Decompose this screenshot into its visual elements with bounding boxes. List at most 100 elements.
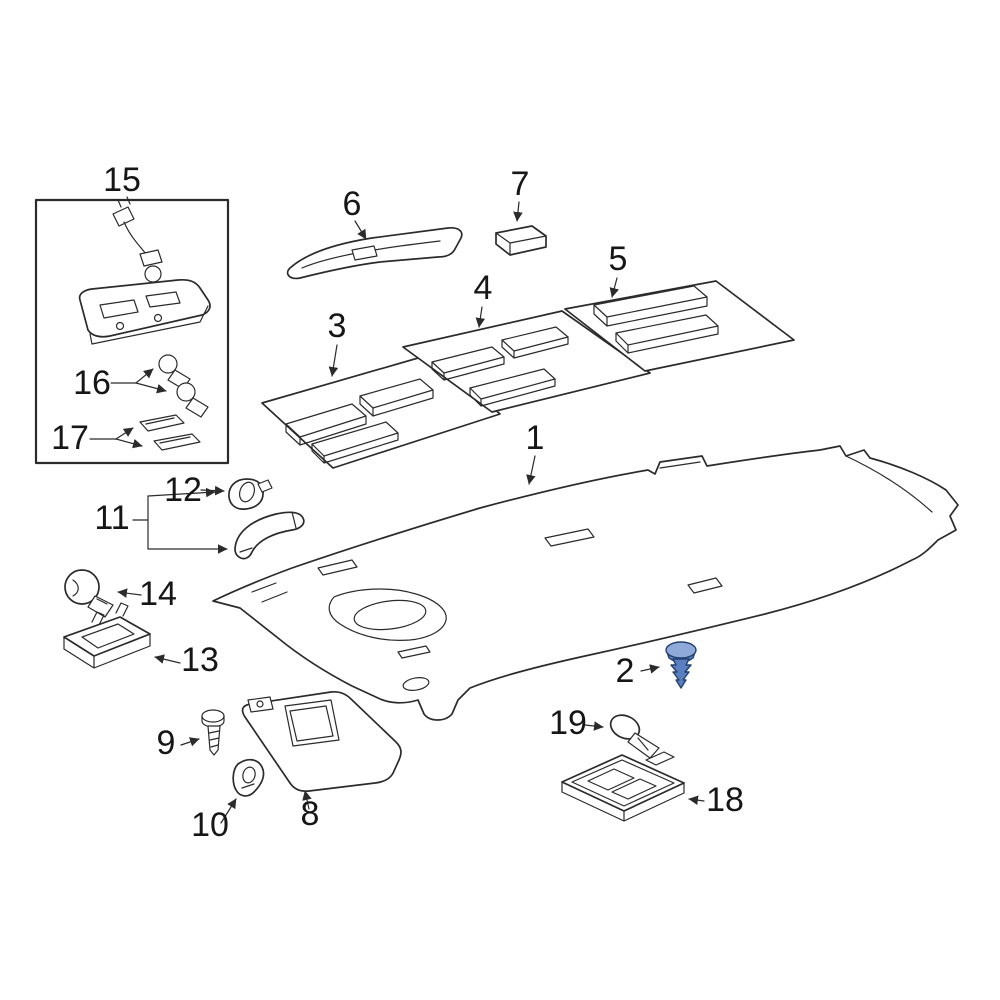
- callout-4-label[interactable]: 4: [474, 269, 493, 307]
- callouts: 1 2 3 4 5 6 7 8: [51, 161, 744, 844]
- callout-15-label[interactable]: 15: [103, 161, 141, 199]
- bulb-filament: [72, 579, 108, 605]
- callout-16-label[interactable]: 16: [73, 364, 111, 402]
- callout-2-arrow: [640, 664, 660, 674]
- callout-17-label[interactable]: 17: [51, 419, 89, 457]
- callout-11-arrow-upper: [147, 487, 216, 498]
- headliner-small-rect-cutout: [397, 645, 431, 659]
- map-lamp-inner-border: [571, 759, 675, 807]
- headliner-bottom-tab: [687, 577, 723, 594]
- wedge-socket-lower-line: [159, 436, 191, 444]
- wire: [123, 221, 147, 255]
- panel-4-pad-2-depth: [501, 336, 569, 359]
- visor-mirror: [289, 705, 334, 742]
- wire-connector: [112, 206, 135, 227]
- clip-cap-top: [665, 641, 697, 659]
- visor-clip-hole: [242, 766, 256, 784]
- callout-17-arrow-upper: [115, 427, 134, 440]
- callout-11-label[interactable]: 11: [94, 499, 129, 537]
- callout-18-label[interactable]: 18: [706, 781, 744, 819]
- lens-window: [81, 623, 135, 649]
- headliner-rear-crease: [845, 455, 933, 513]
- callout-3-arrow: [328, 344, 339, 377]
- callout-3-label[interactable]: 3: [328, 307, 347, 345]
- bulb-base-lower: [185, 397, 209, 418]
- handle-cap-tab: [257, 479, 273, 493]
- callout-2-label[interactable]: 2: [616, 652, 635, 690]
- callout-2: 2: [616, 652, 660, 690]
- part-9-visor-screw: [201, 709, 225, 756]
- callout-18-arrow: [688, 795, 705, 805]
- callout-7-arrow: [513, 201, 523, 222]
- map-lamp-depth: [561, 781, 685, 822]
- callout-7-label[interactable]: 7: [511, 165, 530, 203]
- callout-1-arrow: [526, 455, 536, 485]
- callout-14: 14: [117, 575, 177, 613]
- bulb-base: [87, 595, 114, 618]
- visor-pivot-pin: [256, 700, 264, 708]
- callout-18: 18: [688, 781, 744, 819]
- callout-8-label[interactable]: 8: [301, 795, 320, 833]
- headliner-cutout-rect-center: [544, 528, 595, 547]
- callout-9-label[interactable]: 9: [157, 724, 176, 762]
- console-lens: [99, 299, 139, 319]
- part-11-grab-handle: [234, 511, 305, 560]
- callout-13-arrow: [154, 654, 181, 664]
- callout-6-arrow: [354, 220, 367, 240]
- callout-3: 3: [328, 307, 347, 377]
- handle-end-lines: [239, 511, 297, 553]
- part-15-boundary-box: [34, 198, 230, 465]
- handle-body: [234, 511, 305, 560]
- bulb-socket: [139, 249, 163, 267]
- callout-4: 4: [474, 269, 493, 328]
- part-14-dome-lamp-bulb: [64, 569, 114, 618]
- bulb-glass-upper: [158, 354, 178, 374]
- callout-16: 16: [73, 364, 167, 402]
- callout-13: 13: [154, 641, 219, 679]
- callout-5-label[interactable]: 5: [609, 240, 628, 278]
- callout-5: 5: [609, 240, 628, 298]
- callout-16-arrow-lower: [135, 382, 167, 394]
- callout-9: 9: [157, 724, 200, 762]
- panel-5-pad-1-depth: [593, 296, 708, 327]
- visor-mirror-frame: [284, 699, 340, 747]
- panel-3-pad-3-depth: [311, 432, 399, 464]
- panel-4-sheet: [402, 310, 651, 413]
- callout-6-label[interactable]: 6: [343, 185, 362, 223]
- callout-10-arrow: [220, 798, 237, 824]
- callout-1-label[interactable]: 1: [526, 419, 545, 457]
- panel-5-pad-2-depth: [615, 325, 719, 354]
- headliner-front-tabs: [251, 582, 288, 603]
- visor-clip-slot: [241, 783, 255, 789]
- panel-3-pad-1-depth: [285, 415, 367, 446]
- brace-flange: [351, 245, 378, 261]
- callout-19-label[interactable]: 19: [549, 704, 587, 742]
- part-15-overhead-console-assembly: [34, 196, 230, 465]
- connector-pins: [117, 196, 131, 208]
- socket-bulb: [144, 265, 162, 283]
- callout-12-label[interactable]: 12: [164, 471, 202, 509]
- part-16-bulbs: [158, 354, 209, 418]
- callout-5-arrow: [609, 277, 619, 298]
- wedge-socket-lower: [153, 433, 201, 451]
- part-6-roof-brace: [286, 227, 463, 280]
- callout-4-arrow: [475, 306, 486, 328]
- callout-14-label[interactable]: 14: [139, 575, 177, 613]
- map-bulb-glass: [609, 714, 641, 740]
- map-lamp-lens-left: [587, 768, 635, 791]
- callout-7: 7: [511, 165, 530, 222]
- part-17-bulb-sockets: [139, 414, 201, 451]
- part-2-retainer-clip-highlighted[interactable]: [665, 641, 697, 689]
- callout-13-label[interactable]: 13: [181, 641, 219, 679]
- headliner-cutout-rect-left: [317, 559, 358, 576]
- part-12-grab-handle-cap: [228, 478, 273, 510]
- headliner-notch-line: [659, 461, 701, 469]
- map-lamp-lens-right: [611, 778, 657, 800]
- callout-19: 19: [549, 704, 604, 742]
- callout-12: 12: [164, 471, 225, 509]
- headliner-oval-cutout: [402, 677, 430, 691]
- part-10-visor-clip: [232, 758, 265, 797]
- part-8-sun-visor: [241, 690, 402, 793]
- callout-10-label[interactable]: 10: [191, 806, 229, 844]
